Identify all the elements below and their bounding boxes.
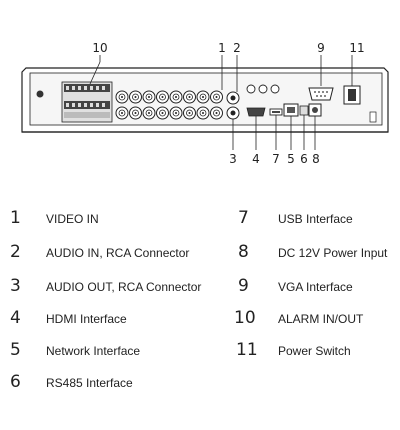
bnc-connector	[210, 106, 223, 120]
legend-number: 9	[238, 276, 249, 296]
callout-5: 5	[287, 152, 295, 166]
bnc-connector	[156, 90, 169, 104]
callout-1: 1	[218, 41, 226, 55]
callout-7: 7	[272, 152, 280, 166]
legend-number: 11	[236, 340, 258, 360]
callout-11: 11	[349, 41, 364, 55]
bnc-connector	[129, 106, 142, 120]
legend-label: AUDIO OUT, RCA Connector	[46, 280, 202, 294]
legend-number: 2	[10, 242, 21, 262]
callout-10: 10	[92, 41, 107, 55]
bnc-connector	[183, 90, 196, 104]
legend-label: DC 12V Power Input	[278, 246, 388, 260]
legend-label: USB Interface	[278, 212, 353, 226]
bnc-connector	[169, 90, 183, 104]
legend-label: Power Switch	[278, 344, 351, 358]
bnc-connector	[129, 90, 142, 104]
legend-label: VGA Interface	[278, 280, 353, 294]
legend-label: HDMI Interface	[46, 312, 127, 326]
legend-label: VIDEO IN	[46, 212, 99, 226]
bnc-connector	[156, 106, 169, 120]
legend-number: 5	[10, 340, 21, 360]
legend-label: RS485 Interface	[46, 376, 133, 390]
bnc-connector	[210, 90, 223, 104]
bnc-connector	[183, 106, 196, 120]
callout-8: 8	[312, 152, 320, 166]
audio-out-rca-connector	[226, 106, 240, 120]
video-in-bnc-group	[115, 90, 223, 120]
network-port	[283, 103, 299, 117]
callout-3: 3	[229, 152, 237, 166]
legend-number: 4	[10, 308, 21, 328]
callout-labels: 10 1 2 9 11 3 4 7 5 6 8	[92, 41, 364, 166]
bnc-connector	[169, 106, 183, 120]
bnc-connector	[115, 90, 129, 104]
callout-4: 4	[252, 152, 260, 166]
legend: 1 VIDEO IN 2 AUDIO IN, RCA Connector 3 A…	[0, 200, 400, 425]
rs485-port	[299, 105, 309, 116]
legend-label: Network Interface	[46, 344, 141, 358]
bnc-connector	[142, 106, 156, 120]
legend-number: 1	[10, 208, 21, 228]
vent-slot	[369, 111, 377, 123]
legend-label: AUDIO IN, RCA Connector	[46, 246, 190, 260]
alarm-terminal-block	[61, 81, 113, 123]
legend-number: 3	[10, 276, 21, 296]
hdmi-port	[246, 107, 266, 117]
bnc-connector	[115, 106, 129, 120]
bnc-connector	[142, 90, 156, 104]
vga-port	[308, 87, 334, 101]
legend-number: 8	[238, 242, 249, 262]
audio-in-rca-connector	[226, 91, 240, 105]
usb-port	[269, 108, 283, 116]
dc-power-input	[308, 103, 322, 117]
callout-6: 6	[300, 152, 308, 166]
bnc-connector	[196, 106, 210, 120]
ground-screw-icon	[36, 90, 44, 98]
legend-number: 7	[238, 208, 249, 228]
rear-panel-diagram: 10 1 2 9 11 3 4 7 5 6 8	[21, 41, 389, 166]
bnc-connector	[196, 90, 210, 104]
legend-number: 10	[234, 308, 256, 328]
power-switch	[343, 85, 361, 105]
legend-label: ALARM IN/OUT	[278, 312, 364, 326]
aux-round-ports	[246, 84, 280, 94]
legend-number: 6	[10, 372, 21, 392]
callout-9: 9	[317, 41, 325, 55]
callout-leader-lines	[89, 55, 353, 150]
callout-2: 2	[233, 41, 241, 55]
